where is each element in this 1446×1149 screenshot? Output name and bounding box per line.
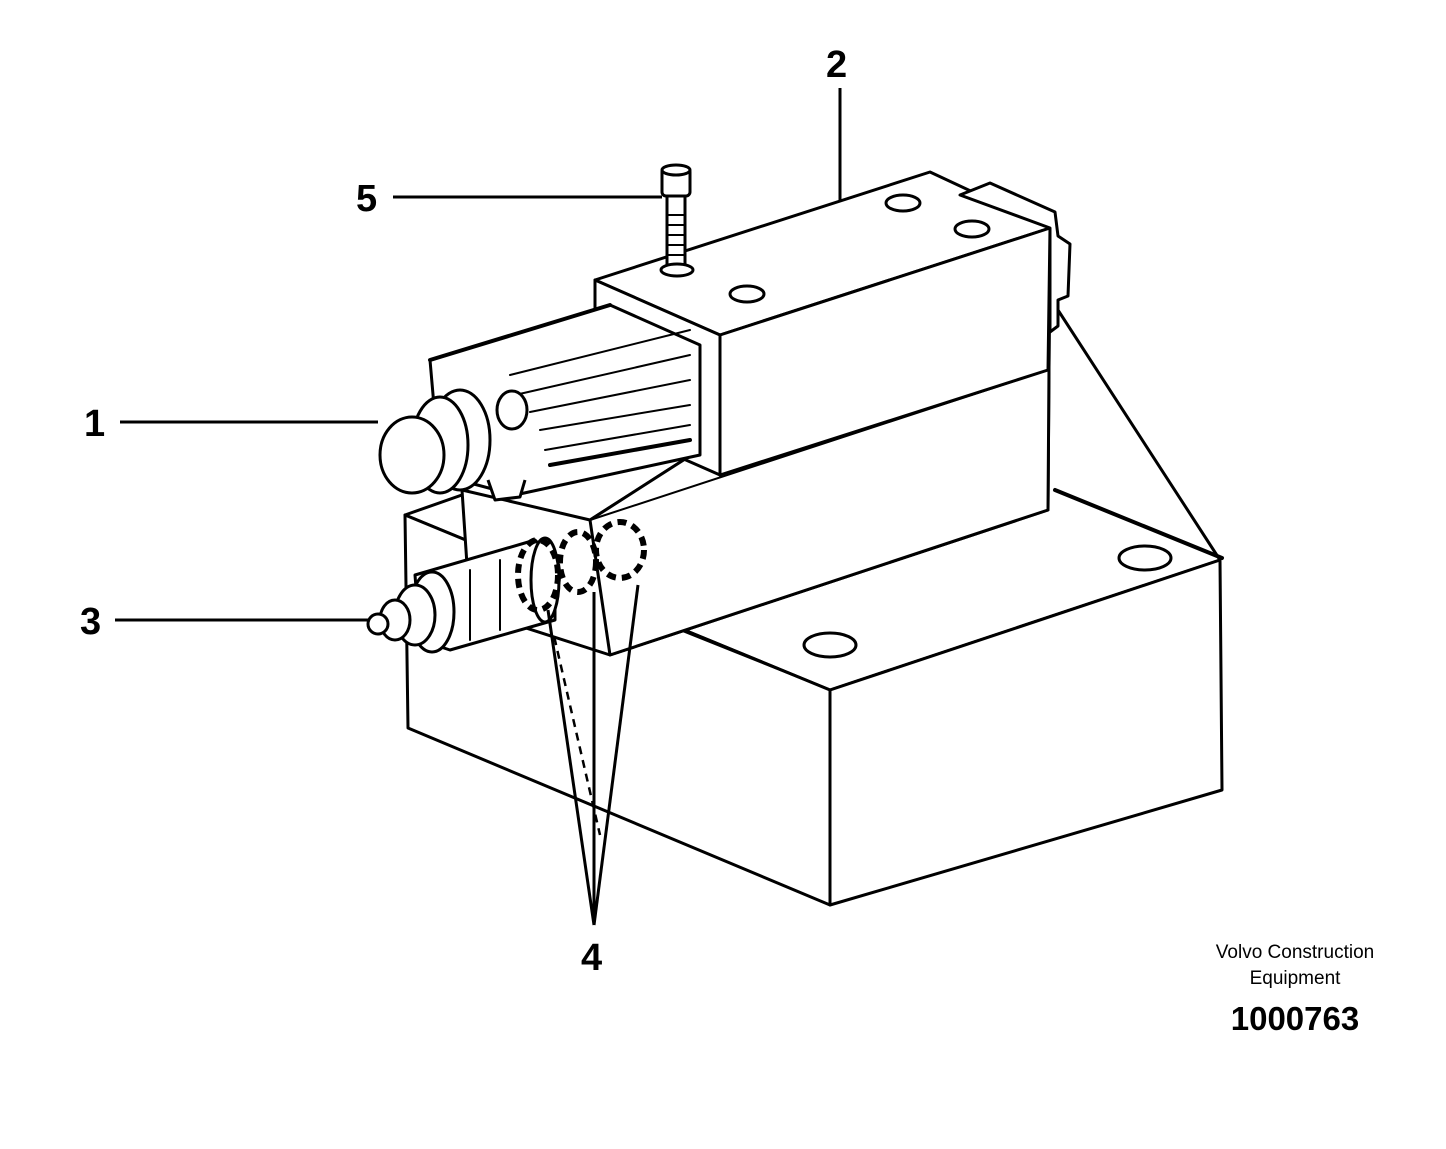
credit-block: Volvo Construction Equipment 1000763	[1150, 940, 1440, 1038]
leader-lines	[115, 88, 842, 926]
credit-company-line2: Equipment	[1249, 968, 1341, 989]
callout-1: 1	[84, 403, 105, 445]
leader-line-4c	[592, 584, 640, 926]
document-number: 1000763	[1230, 1000, 1360, 1037]
callout-3: 3	[80, 601, 101, 643]
socket-head-screw	[659, 163, 695, 278]
leader-line-4a	[546, 609, 596, 926]
callout-5: 5	[356, 178, 377, 220]
callout-4: 4	[581, 937, 602, 979]
callout-2: 2	[826, 44, 847, 86]
solenoid-coil	[378, 303, 702, 502]
o-rings	[515, 519, 647, 613]
credit-company: Volvo Construction	[1215, 942, 1375, 963]
